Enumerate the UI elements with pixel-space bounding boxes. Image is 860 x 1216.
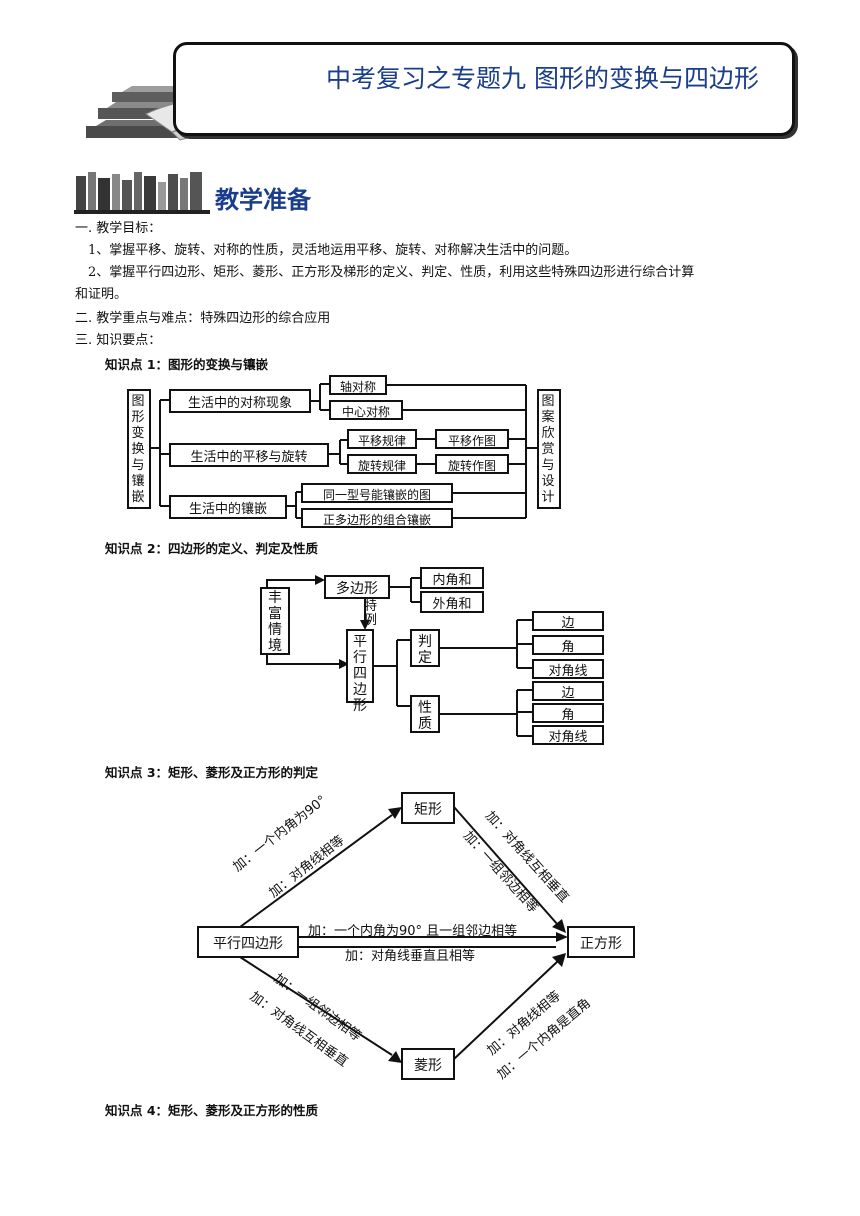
objectives-heading: 一. 教学目标： bbox=[75, 221, 162, 236]
d3-label-para-square-2: 加：对角线垂直且相等 bbox=[345, 949, 476, 964]
d1-tiling-box: 生活中的镶嵌 bbox=[188, 502, 267, 517]
d1-axial: 轴对称 bbox=[339, 380, 376, 394]
d2-judge-diagonal: 对角线 bbox=[548, 664, 588, 679]
d3-rhombus: 菱形 bbox=[414, 1058, 442, 1074]
d2-property: 性质 bbox=[418, 700, 432, 732]
diagram-transform-tiling bbox=[127, 375, 561, 528]
d3-rectangle: 矩形 bbox=[414, 802, 442, 818]
d1-rotation-drawing: 旋转作图 bbox=[447, 459, 496, 473]
d2-parallelogram: 平行四边形 bbox=[353, 634, 367, 714]
d1-translation-box: 生活中的平移与旋转 bbox=[190, 450, 308, 465]
d2-prop-side: 边 bbox=[561, 686, 575, 701]
diagram-special-quadrilaterals bbox=[197, 792, 635, 1080]
d1-regular-polygon-tiling: 正多边形的组合镶嵌 bbox=[322, 513, 431, 527]
knowledge-point-1: 知识点 1：图形的变换与镶嵌 bbox=[105, 357, 269, 372]
d1-translation-rule: 平移规律 bbox=[357, 434, 406, 448]
d1-rotation-rule: 旋转规律 bbox=[357, 459, 406, 473]
objective-2: 2、掌握平行四边形、矩形、菱形、正方形及梯形的定义、判定、性质，利用这些特殊四边… bbox=[88, 265, 695, 280]
d2-judge-angle: 角 bbox=[561, 640, 575, 655]
key-points-heading: 二. 教学重点与难点：特殊四边形的综合应用 bbox=[75, 311, 331, 326]
d2-special-case: 特例 bbox=[364, 599, 378, 628]
d3-square: 正方形 bbox=[580, 936, 622, 952]
d2-context: 丰富情境 bbox=[268, 590, 282, 654]
title-frame bbox=[173, 42, 795, 136]
d2-prop-diagonal: 对角线 bbox=[548, 730, 588, 745]
d1-central: 中心对称 bbox=[341, 405, 390, 419]
knowledge-point-3: 知识点 3：矩形、菱形及正方形的判定 bbox=[105, 765, 319, 780]
page-title: 中考复习之专题九 图形的变换与四边形 bbox=[326, 64, 759, 93]
objective-2-cont: 和证明。 bbox=[75, 287, 128, 302]
d3-label-para-square-1: 加：一个内角为90° 且一组邻边相等 bbox=[308, 924, 518, 939]
d1-left-label: 图形变换与镶嵌 bbox=[131, 394, 145, 505]
d2-prop-angle: 角 bbox=[561, 708, 575, 723]
bookshelf-icon bbox=[74, 172, 210, 214]
diagram-quadrilateral bbox=[260, 567, 604, 745]
d2-polygon: 多边形 bbox=[336, 581, 378, 597]
section-heading: 教学准备 bbox=[215, 186, 311, 214]
knowledge-point-4: 知识点 4：矩形、菱形及正方形的性质 bbox=[105, 1103, 319, 1118]
d2-judge-side: 边 bbox=[561, 616, 575, 631]
d3-parallelogram: 平行四边形 bbox=[213, 936, 283, 952]
d1-symmetry-box: 生活中的对称现象 bbox=[187, 396, 292, 411]
d2-exterior-sum: 外角和 bbox=[432, 597, 472, 612]
d1-right-label: 图案欣赏与设计 bbox=[541, 394, 555, 505]
d1-same-type-tiling: 同一型号能镶嵌的图 bbox=[322, 488, 431, 502]
d2-interior-sum: 内角和 bbox=[432, 573, 472, 588]
knowledge-point-2: 知识点 2：四边形的定义、判定及性质 bbox=[105, 541, 319, 556]
d1-translation-drawing: 平移作图 bbox=[447, 434, 496, 448]
d2-judgement: 判定 bbox=[418, 634, 432, 666]
objective-1: 1、掌握平移、旋转、对称的性质，灵活地运用平移、旋转、对称解决生活中的问题。 bbox=[88, 243, 578, 258]
knowledge-heading: 三. 知识要点： bbox=[75, 333, 162, 348]
